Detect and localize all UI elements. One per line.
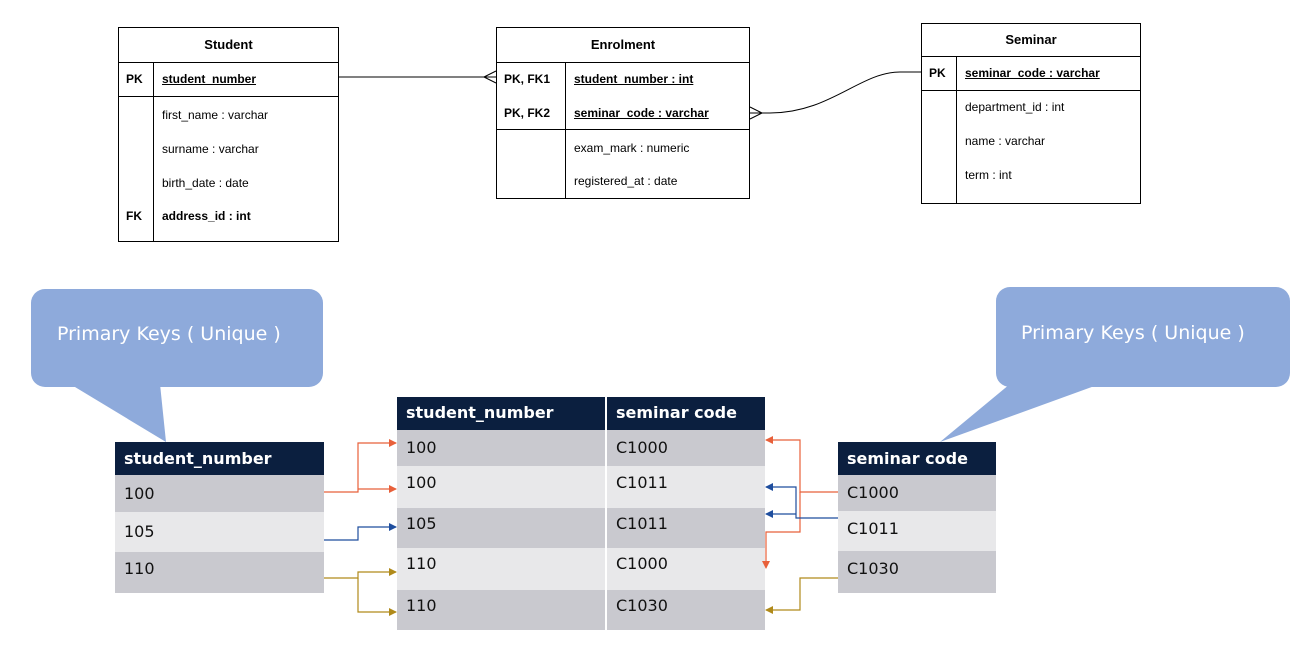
seminar-pk-divider (922, 90, 1140, 91)
seminar-row: PK seminar_code : varchar (922, 57, 1140, 90)
enrolment-row-field: student_number : int (574, 72, 694, 86)
student-pk-divider (119, 96, 338, 97)
enrolment-row-key: PK, FK1 (504, 72, 551, 86)
seminar-row-key: PK (929, 66, 946, 80)
seminar-table-header: seminar code (838, 442, 996, 475)
enrolment-table-cell: 110 (397, 548, 605, 590)
arrow-student-105-row3 (324, 523, 397, 541)
enrolment-table-cell: C1000 (607, 430, 765, 466)
seminar-row: term : int (922, 160, 1140, 190)
arrow-seminar-c1011-row2 (765, 483, 838, 519)
left-callout-bubble (31, 289, 323, 387)
arrow-seminar-c1000-row4 (762, 492, 801, 569)
student-row: first_name : varchar (119, 100, 338, 130)
student-row: surname : varchar (119, 134, 338, 164)
seminar-row-field: term : int (965, 168, 1012, 182)
seminar-table-row: C1000 (838, 475, 996, 511)
arrow-seminar-c1000-row1 (765, 436, 838, 493)
student-row-field: first_name : varchar (162, 108, 269, 122)
student-table-row: 100 (115, 475, 324, 512)
right-callout-bubble (996, 287, 1290, 387)
arrow-seminar-c1030-row5 (765, 577, 838, 614)
seminar-row: name : varchar (922, 126, 1140, 156)
crows-foot-upper (483, 70, 497, 78)
student-row-field: birth_date : date (162, 176, 249, 190)
enrolment-row: exam_mark : numeric (497, 133, 749, 163)
seminar-table-row: C1011 (838, 511, 996, 551)
enrolment-row-field: registered_at : date (574, 174, 678, 188)
enrolment-pk-divider (497, 129, 749, 130)
enrolment-table-cell: 100 (397, 466, 605, 508)
crows-foot-lower (749, 112, 763, 120)
right-callout-pointer (940, 384, 1100, 442)
seminar-row-field: department_id : int (965, 100, 1065, 114)
seminar-row-field: seminar_code : varchar (965, 66, 1100, 80)
enrolment-table-cell: C1030 (607, 590, 765, 630)
right-callout (940, 287, 1290, 442)
student-table-row: 110 (115, 552, 324, 593)
student-row: PK student_number (119, 63, 338, 96)
enrolment-key-divider (565, 63, 566, 198)
student-table-header: student_number (115, 442, 324, 475)
seminar-key-divider (956, 57, 957, 203)
left-callout-label: Primary Keys ( Unique ) (57, 323, 281, 345)
right-callout-label: Primary Keys ( Unique ) (1021, 322, 1245, 344)
student-entity-title: Student (119, 28, 338, 63)
enrolment-row: PK, FK2 seminar_code : varchar (497, 97, 749, 130)
left-callout-pointer (70, 384, 166, 442)
student-entity: Student PK student_number first_name : v… (118, 27, 339, 242)
enrolment-table-cell: C1000 (607, 548, 765, 590)
enrolment-table-cell: C1011 (607, 508, 765, 548)
crows-foot-lower (483, 76, 497, 84)
arrow-student-110-row5 (357, 578, 397, 616)
seminar-row: department_id : int (922, 92, 1140, 122)
student-row-key: PK (126, 72, 143, 86)
student-row-field: address_id : int (162, 209, 251, 223)
enrolment-table-header: seminar code (607, 397, 765, 430)
student-row: birth_date : date (119, 168, 338, 198)
enrolment-row: PK, FK1 student_number : int (497, 63, 749, 96)
enrolment-seminar-link (750, 71, 921, 114)
enrolment-table-header: student_number (397, 397, 605, 430)
seminar-row-field: name : varchar (965, 134, 1046, 148)
enrolment-row: registered_at : date (497, 166, 749, 196)
student-row: FK address_id : int (119, 201, 338, 231)
enrolment-table-cell: C1011 (607, 466, 765, 508)
enrolment-table-cell: 110 (397, 590, 605, 630)
enrolment-row-field: exam_mark : numeric (574, 141, 690, 155)
enrolment-row-field: seminar_code : varchar (574, 106, 709, 120)
enrolment-row-key: PK, FK2 (504, 106, 551, 120)
seminar-entity: Seminar PK seminar_code : varchar depart… (921, 23, 1141, 204)
enrolment-entity-title: Enrolment (497, 28, 749, 63)
student-row-field: student_number (162, 72, 257, 86)
arrow-student-110-row4 (324, 568, 397, 579)
enrolment-table-cell: 100 (397, 430, 605, 466)
student-row-key: FK (126, 209, 142, 223)
er-connectors (339, 70, 921, 120)
student-table-row: 105 (115, 512, 324, 552)
enrolment-entity: Enrolment PK, FK1 student_number : int P… (496, 27, 750, 199)
enrolment-table-cell: 105 (397, 508, 605, 548)
left-callout (31, 289, 323, 442)
arrow-student-100-row1 (324, 439, 397, 493)
student-row-field: surname : varchar (162, 142, 259, 156)
student-key-divider (153, 63, 154, 241)
seminar-table-row: C1030 (838, 551, 996, 593)
seminar-entity-title: Seminar (922, 24, 1140, 57)
crows-foot-upper (749, 106, 763, 114)
